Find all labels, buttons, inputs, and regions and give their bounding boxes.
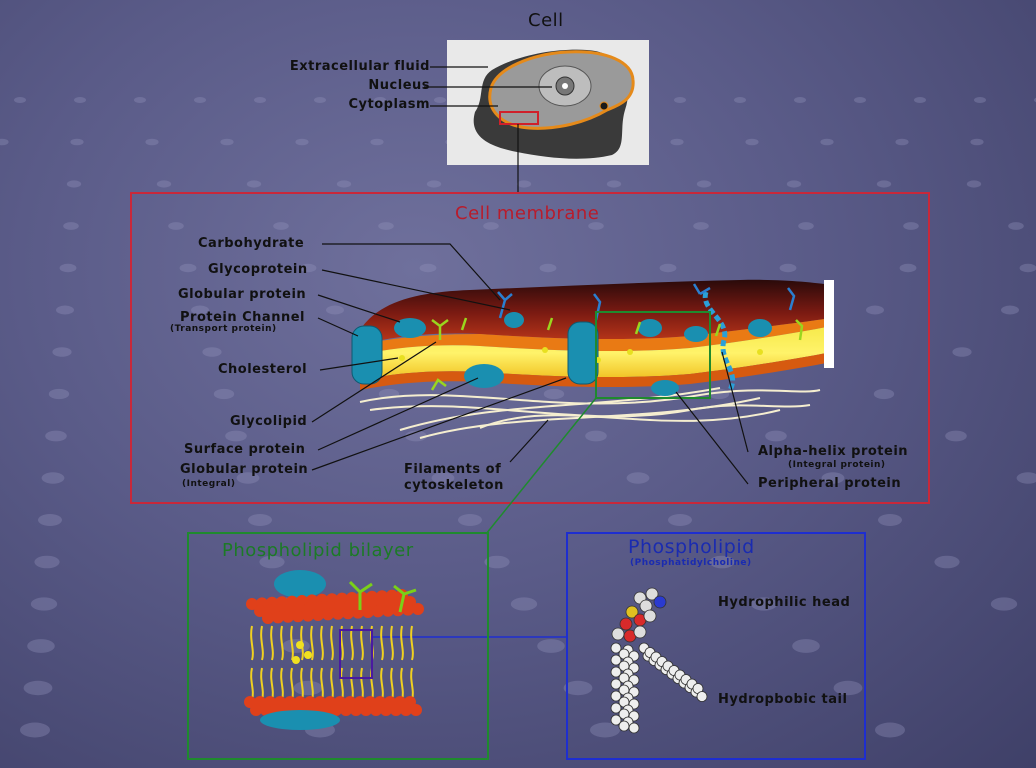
membrane-head-band bbox=[360, 318, 832, 355]
protein-channel-2 bbox=[567, 321, 599, 385]
label-peripheral-protein: Peripheral protein bbox=[758, 476, 902, 491]
alpha-helix-protein bbox=[702, 291, 736, 392]
label-filaments-line2: cytoskeleton bbox=[404, 478, 504, 493]
phospholipid-bilayer-title: Phospholipid bilayer bbox=[222, 540, 414, 561]
cell-membrane-frame bbox=[130, 192, 930, 504]
phospholipid-title: Phospholipid bbox=[628, 536, 755, 558]
label-glycoprotein: Glycoprotein bbox=[208, 262, 308, 277]
cell-title: Cell bbox=[528, 10, 564, 31]
label-extracellular-fluid: Extracellular fluid bbox=[289, 59, 430, 74]
cell-zoom-box bbox=[499, 111, 539, 125]
label-alpha-helix-protein-sub: (Integral protein) bbox=[788, 460, 886, 470]
cell-image-panel bbox=[447, 40, 649, 165]
label-surface-protein: Surface protein bbox=[184, 442, 306, 457]
glycolipids bbox=[430, 317, 804, 391]
label-protein-channel: Protein Channel bbox=[180, 310, 305, 325]
label-globular-protein-integral: Globular protein bbox=[180, 462, 309, 477]
protein-channel bbox=[351, 325, 383, 385]
peripheral-protein bbox=[651, 380, 679, 396]
leader-lines bbox=[311, 66, 749, 638]
cell-illustration bbox=[473, 49, 635, 159]
carbohydrate-chains bbox=[497, 283, 796, 321]
phospholipid-frame bbox=[566, 532, 866, 760]
label-carbohydrate: Carbohydrate bbox=[198, 236, 305, 251]
label-cholesterol: Cholesterol bbox=[218, 362, 308, 377]
globular-protein bbox=[394, 318, 426, 338]
surface-protein bbox=[464, 364, 504, 388]
cytoskeleton-filaments bbox=[359, 387, 821, 439]
cell-membrane-title: Cell membrane bbox=[455, 203, 600, 224]
bilayer-zoom-box bbox=[595, 311, 711, 399]
membrane-cut-edge bbox=[824, 280, 834, 368]
label-alpha-helix-protein: Alpha-helix protein bbox=[758, 444, 909, 459]
label-nucleus: Nucleus bbox=[368, 78, 430, 93]
label-hydrophobic-tail: Hydropbobic tail bbox=[718, 692, 848, 707]
label-filaments-line1: Filaments of bbox=[404, 462, 502, 477]
label-globular-protein-integral-sub: (Integral) bbox=[182, 479, 236, 489]
phospholipid-subtitle: (Phosphatidylcholine) bbox=[630, 558, 752, 568]
label-protein-channel-sub: (Transport protein) bbox=[170, 324, 277, 334]
label-cytoplasm: Cytoplasm bbox=[348, 97, 430, 112]
label-globular-protein: Globular protein bbox=[178, 287, 307, 302]
label-glycolipid: Glycolipid bbox=[230, 414, 308, 429]
phospholipid-bilayer-frame bbox=[187, 532, 489, 760]
label-hydrophilic-head: Hydrophilic head bbox=[718, 595, 851, 610]
